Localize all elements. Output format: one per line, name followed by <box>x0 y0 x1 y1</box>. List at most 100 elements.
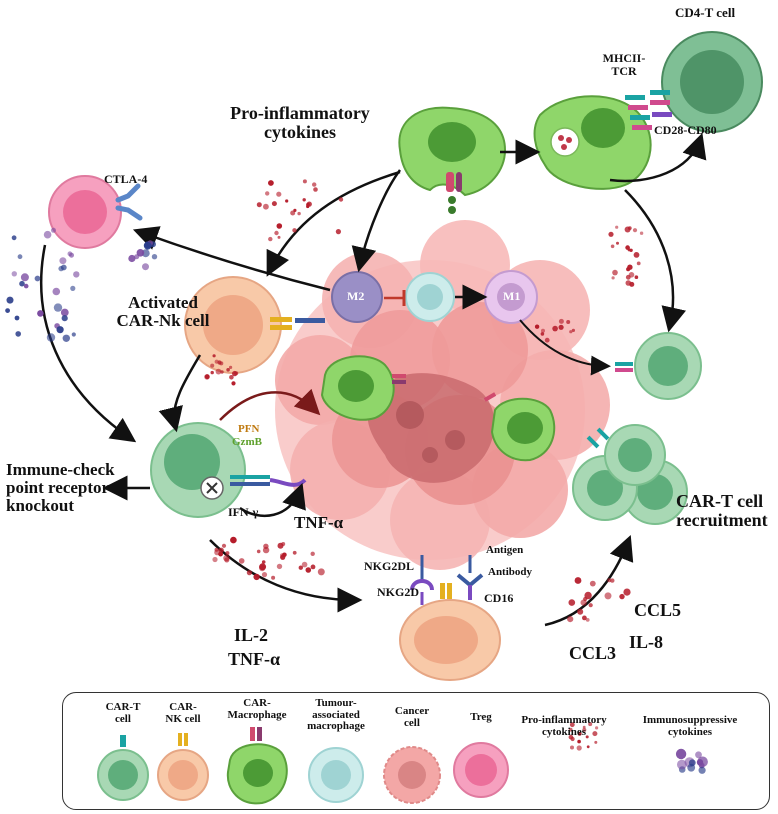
pro-inflammatory-cytokine-dot <box>310 551 315 556</box>
pro-inflammatory-cytokine-dot <box>204 374 210 380</box>
pro-inflammatory-cytokine-dot <box>610 244 615 249</box>
pro-inflammatory-cytokine-dot <box>615 225 619 229</box>
pro-inflammatory-cytokine-dot <box>310 564 316 570</box>
arrow-m1-to-t-cell <box>519 319 611 376</box>
immunosuppressive-cytokine-dot <box>143 241 152 250</box>
car-t-recruitment-label: CAR-T cell recruitment <box>676 491 768 530</box>
immunosuppressive-cytokine-dot <box>60 308 69 317</box>
pro-inflammatory-cytokine-dot <box>276 563 283 570</box>
pro-inflammatory-cytokine-dot <box>589 580 596 587</box>
arrow-nk-to-t-cell <box>158 354 202 433</box>
pro-inflammatory-cytokine-dot <box>277 235 281 239</box>
pro-inflammatory-cytokine-dot <box>277 542 284 549</box>
nkg2dl-label: NKG2DL <box>364 559 415 573</box>
immunosuppressive-cytokine-dot <box>34 275 41 282</box>
legend-label-car-nk: CAR- NK cell <box>165 701 201 725</box>
immunosuppressive-cytokine-dot <box>11 271 17 277</box>
pro-inflammatory-cytokine-dot <box>225 551 230 556</box>
pro-inflammatory-cytokine-dot <box>234 371 239 376</box>
treg-cell <box>48 175 122 249</box>
immunosuppressive-cytokine-dot <box>58 265 64 272</box>
car-t-cell-cluster <box>572 424 688 525</box>
arrow-macrophage-to-nk <box>266 170 401 277</box>
pro-inflammatory-cytokine-dot <box>582 727 587 732</box>
pro-inflammatory-cytokine-dot <box>552 325 558 332</box>
legend-label-tam: Tumour- associated macrophage <box>307 697 365 733</box>
pro-inflammatory-cytokine-dot <box>298 565 303 570</box>
tnf-alpha-bottom-label: TNF-α <box>228 649 281 669</box>
pro-inflammatory-cytokine-dot <box>624 226 631 233</box>
activated-car-nk-label: Activated CAR-Nk cell <box>116 293 210 330</box>
arrow-t-cell-to-nk <box>209 539 363 613</box>
immunosuppressive-cytokine-dot <box>43 230 52 239</box>
pro-inflammatory-cytokine-dot <box>226 368 230 372</box>
pro-inflammatory-cytokine-dot <box>256 549 261 554</box>
pro-inflammatory-cytokine-dot <box>271 575 276 580</box>
pro-inflammatory-label: Pro-inflammatory cytokines <box>230 103 370 142</box>
pro-inflammatory-cytokine-dot <box>261 560 266 564</box>
arrow-pfn-gzmb <box>219 388 321 421</box>
pro-inflammatory-cytokine-dot <box>610 578 615 583</box>
pro-inflammatory-cytokine-dot <box>261 572 268 578</box>
pro-inflammatory-cytokine-dot <box>263 203 269 210</box>
pro-inflammatory-cytokine-dot <box>534 324 540 329</box>
legend-label-pro-inflammatory: Pro-inflammatory cytokines <box>521 714 607 738</box>
checkpoint-knockout-label: Immune-check point receptor knockout <box>6 460 115 515</box>
nk-cell-bottom <box>399 599 501 681</box>
nkg2d-label: NKG2D <box>377 585 419 599</box>
antibody-label: Antibody <box>488 566 533 578</box>
pro-inflammatory-cytokine-dot <box>220 370 224 374</box>
pro-inflammatory-cytokine-dot <box>558 318 564 324</box>
pro-inflammatory-cytokine-dot <box>265 191 270 196</box>
arrow-m2-to-treg <box>132 226 331 292</box>
immunosuppressive-cytokine-dot <box>697 756 708 768</box>
immunosuppressive-cytokine-dot <box>134 254 140 260</box>
pro-inflammatory-cytokine-dot <box>212 354 216 358</box>
pro-inflammatory-cytokine-dot <box>567 616 574 623</box>
immunosuppressive-cytokine-dot <box>52 287 61 296</box>
immunosuppressive-cytokine-dot <box>73 271 80 278</box>
cd4-t-cell-label: CD4-T cell <box>675 5 736 20</box>
ctla4-receptor <box>115 183 143 221</box>
cd28-cd80-label: CD28-CD80 <box>654 123 717 137</box>
pro-inflammatory-cytokine-dot <box>558 324 564 330</box>
arrow-macrophage-to-m2 <box>351 169 402 273</box>
cd16-label: CD16 <box>484 591 514 605</box>
il8-label: IL-8 <box>629 632 664 652</box>
immunosuppressive-cytokine-dot <box>67 251 73 257</box>
pro-inflammatory-cytokine-dot <box>230 536 237 544</box>
m2-inhibition-arrow <box>384 290 406 306</box>
cd4-t-cell <box>661 31 763 133</box>
legend-label-cancer: Cancer cell <box>394 705 430 729</box>
pro-inflammatory-cytokine-dot <box>632 228 638 233</box>
pro-inflammatory-cytokine-dot <box>628 272 635 278</box>
ctla4-label: CTLA-4 <box>104 172 148 186</box>
pro-inflammatory-cytokine-dot <box>582 725 586 729</box>
pro-inflammatory-cytokine-dot <box>214 547 219 552</box>
pro-inflammatory-cytokine-dot <box>583 596 588 602</box>
arrow-apc-to-cd4 <box>609 132 707 183</box>
pfn-label: PFN <box>238 423 260 435</box>
pro-inflammatory-cytokine-dot <box>623 588 631 596</box>
pro-inflammatory-cytokine-dot <box>312 182 317 187</box>
pro-inflammatory-cytokine-dot <box>210 370 214 375</box>
pro-inflammatory-cytokine-dot <box>585 735 589 739</box>
pro-inflammatory-cytokine-dot <box>292 550 297 555</box>
immunosuppressive-cytokine-dot <box>23 283 29 289</box>
antigen-antibody-cd16 <box>440 555 484 600</box>
pro-inflammatory-cytokine-dot <box>313 187 318 192</box>
pro-inflammatory-cytokine-dot <box>297 211 301 216</box>
immunosuppressive-cytokine-dot <box>71 332 76 337</box>
legend-icons <box>97 727 509 805</box>
arrow-treg-to-t-cell <box>40 244 137 443</box>
immunosuppressive-cytokine-dot <box>19 280 25 287</box>
pro-inflammatory-cytokine-dot <box>577 739 581 744</box>
pro-inflammatory-cytokine-dot <box>636 261 641 266</box>
legend-icon-car-macrophage <box>226 727 288 805</box>
legend-label-treg: Treg <box>470 711 492 723</box>
pro-inflammatory-cytokine-dot <box>568 727 573 732</box>
pro-inflammatory-cytokine-dot <box>633 252 640 258</box>
pro-inflammatory-cytokine-dot <box>616 241 619 245</box>
ccl3-label: CCL3 <box>569 643 617 663</box>
immunosuppressive-cytokine-dot <box>14 315 20 321</box>
